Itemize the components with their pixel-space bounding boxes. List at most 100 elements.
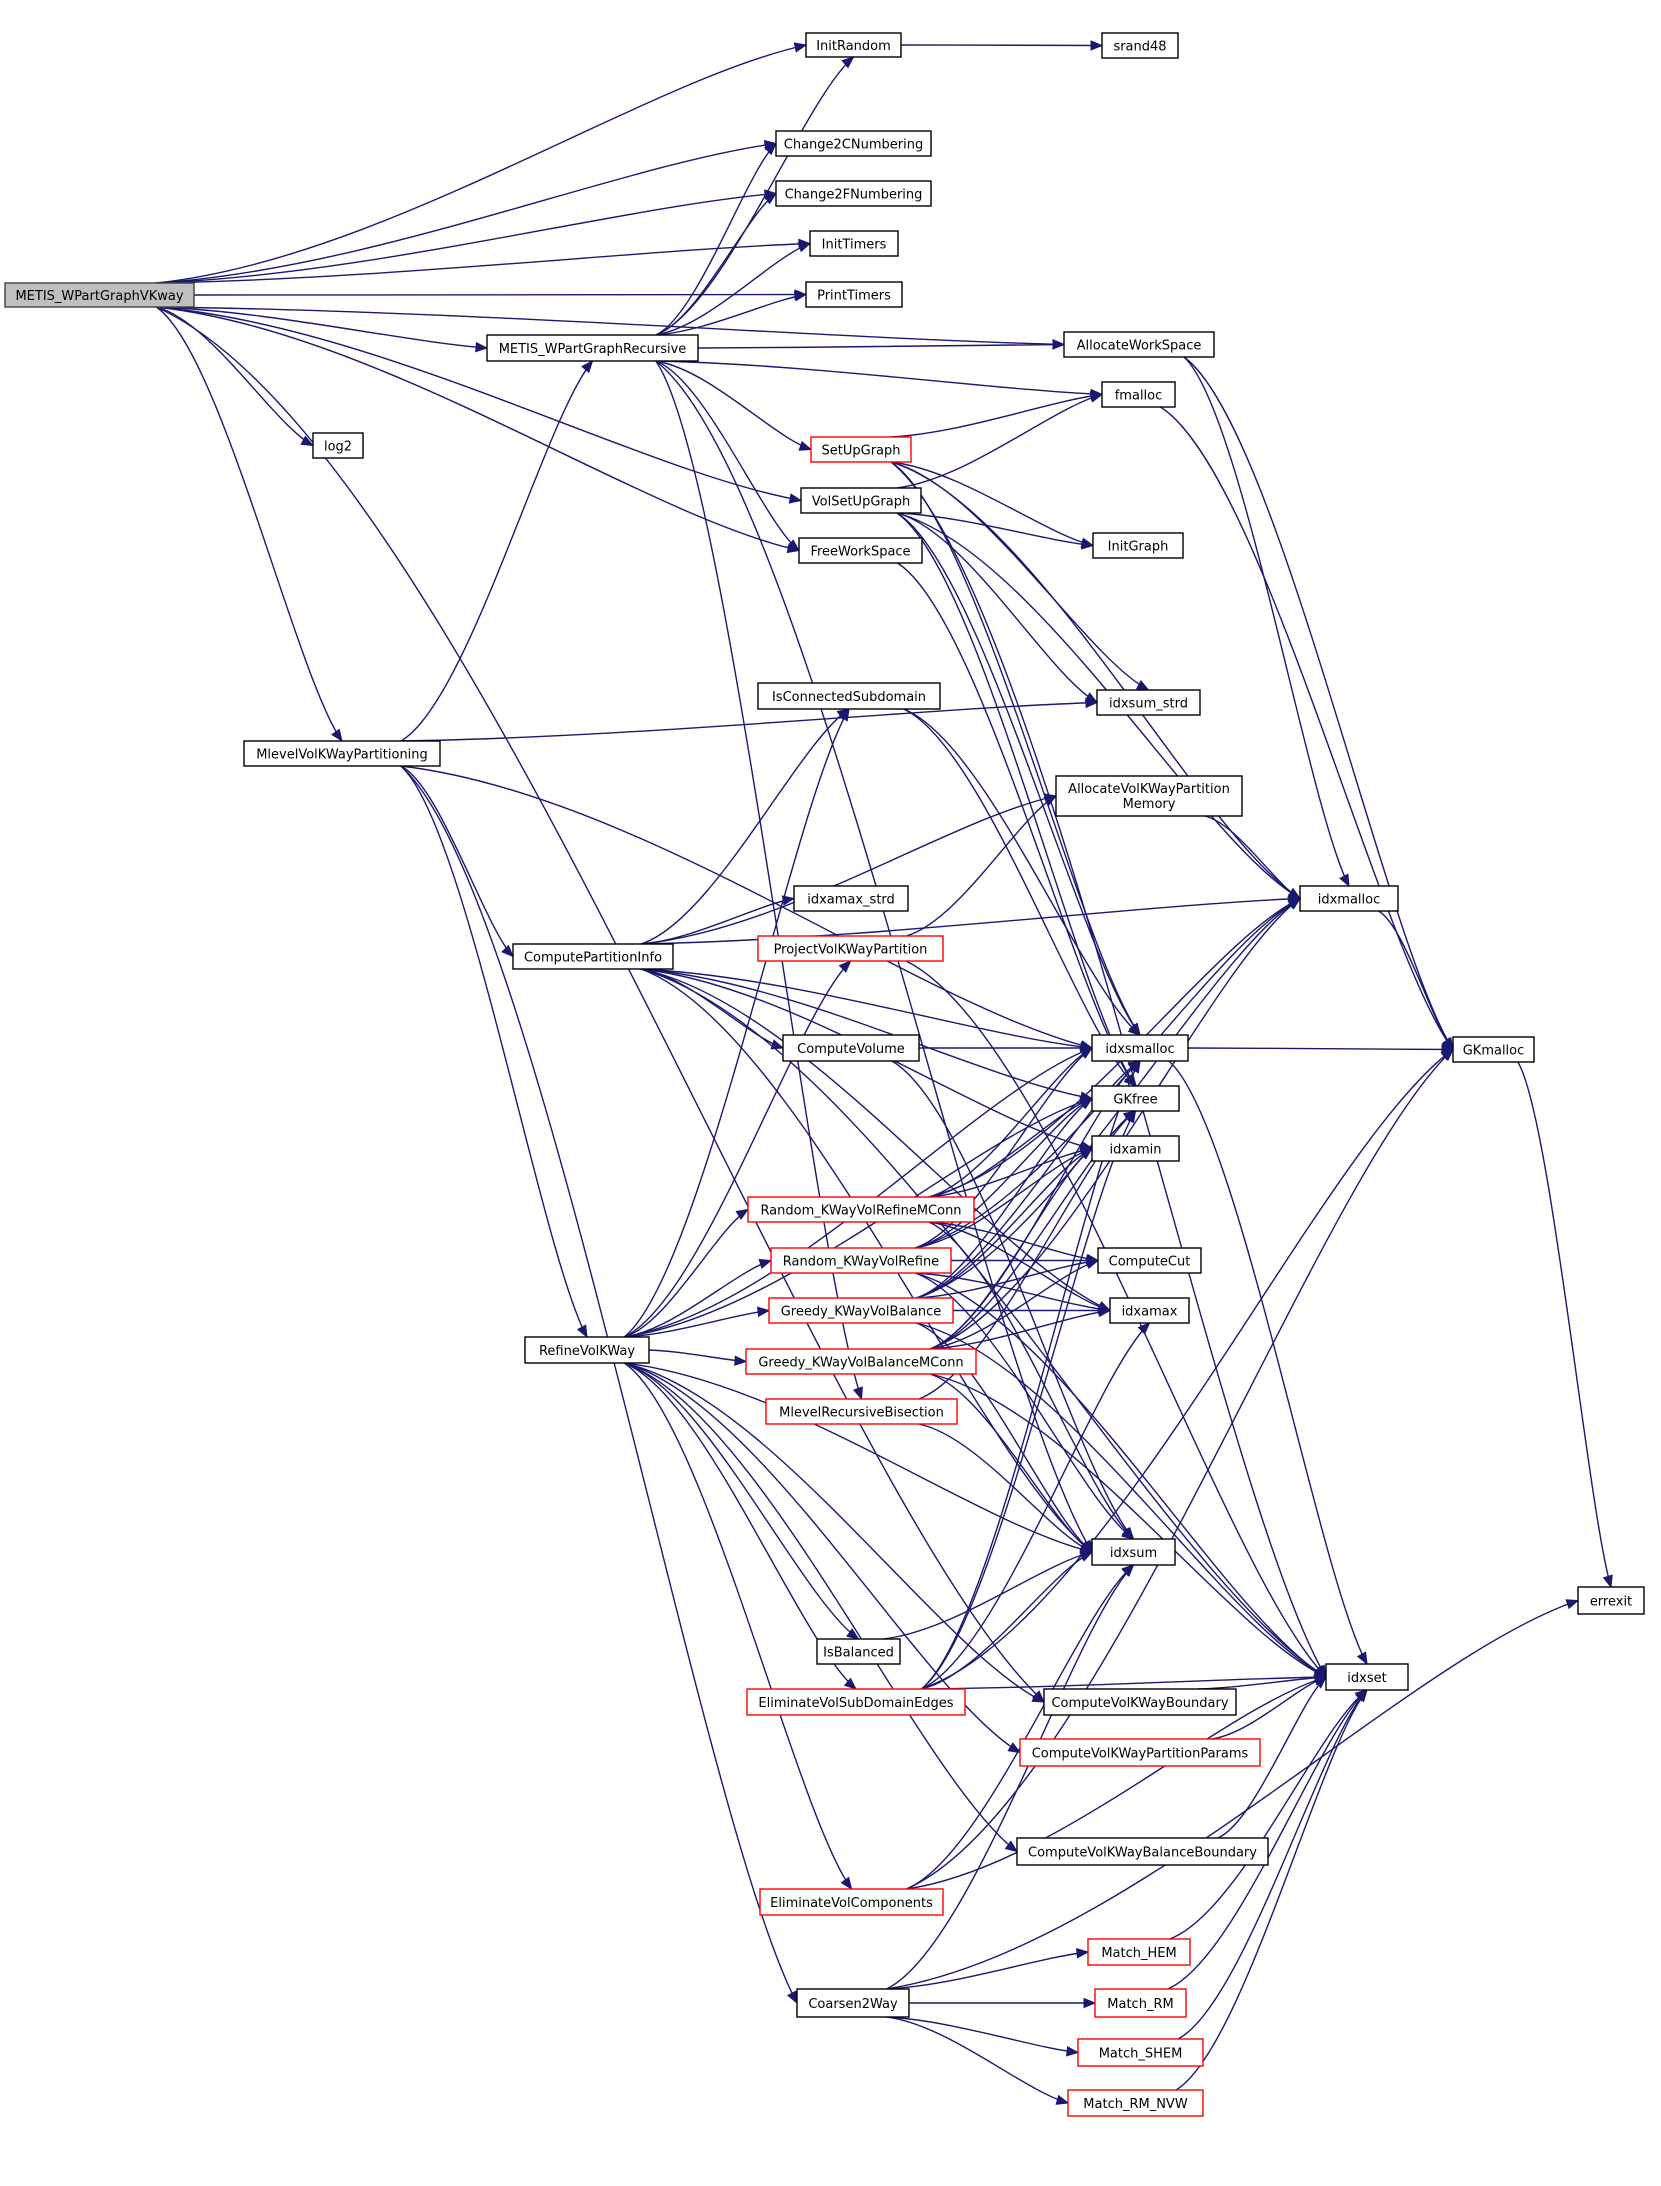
node-box — [775, 180, 932, 207]
node-idxsum[interactable]: idxsum — [1091, 1538, 1176, 1566]
node-Change2FNumbering[interactable]: Change2FNumbering — [775, 180, 932, 207]
node-ComputeCut[interactable]: ComputeCut — [1097, 1247, 1202, 1274]
node-errexit[interactable]: errexit — [1577, 1586, 1645, 1615]
node-METIS_WPartGraphRecursive[interactable]: METIS_WPartGraphRecursive — [486, 334, 699, 362]
edge-SetUpGraph-to-idxsmalloc — [890, 461, 1141, 1036]
node-Greedy_KWayVolBalanceMConn[interactable]: Greedy_KWayVolBalanceMConn — [745, 1348, 977, 1375]
edge-RefineVolKWay-to-Greedy_KWayVolBalanceMConn — [648, 1349, 747, 1363]
node-box — [1091, 1135, 1180, 1162]
node-ComputeVolKWayPartitionParams[interactable]: ComputeVolKWayPartitionParams — [1019, 1738, 1261, 1767]
node-ProjectVolKWayPartition[interactable]: ProjectVolKWayPartition — [757, 935, 944, 962]
node-ComputeVolKWayBalanceBoundary[interactable]: ComputeVolKWayBalanceBoundary — [1016, 1837, 1269, 1866]
arrowhead-icon — [734, 1355, 748, 1366]
edge-EliminateVolComponents-to-idxset — [906, 1676, 1327, 1890]
node-GKmalloc[interactable]: GKmalloc — [1452, 1036, 1535, 1063]
node-label: ComputePartitionInfo — [524, 951, 662, 966]
node-Random_KWayVolRefineMConn[interactable]: Random_KWayVolRefineMConn — [747, 1196, 975, 1223]
node-box — [810, 436, 912, 463]
node-box — [796, 1988, 910, 2018]
node-InitTimers[interactable]: InitTimers — [809, 230, 899, 257]
node-fmalloc[interactable]: fmalloc — [1101, 381, 1176, 408]
edge-EliminateVolSubDomainEdges-to-idxset — [921, 1676, 1327, 1690]
node-IsBalanced[interactable]: IsBalanced — [816, 1638, 901, 1665]
node-MlevelRecursiveBisection[interactable]: MlevelRecursiveBisection — [765, 1398, 958, 1425]
arrowhead-icon — [581, 359, 594, 374]
node-label: Match_SHEM — [1099, 2047, 1183, 2062]
edges-layer — [155, 40, 1613, 2105]
node-label: Random_KWayVolRefineMConn — [760, 1204, 961, 1219]
edge-SetUpGraph-to-idxmalloc — [890, 461, 1301, 900]
node-label: VolSetUpGraph — [812, 495, 910, 510]
node-ComputePartitionInfo[interactable]: ComputePartitionInfo — [512, 943, 674, 970]
node-VolSetUpGraph[interactable]: VolSetUpGraph — [800, 487, 922, 514]
edge-EliminateVolSubDomainEdges-to-idxamax — [921, 1322, 1150, 1690]
node-root[interactable]: METIS_WPartGraphVKway — [4, 282, 195, 308]
node-idxamax_strd[interactable]: idxamax_strd — [793, 885, 909, 912]
node-AllocateWorkSpace[interactable]: AllocateWorkSpace — [1063, 331, 1215, 358]
node-box — [798, 537, 923, 564]
node-IsConnectedSubdomain[interactable]: IsConnectedSubdomain — [757, 682, 941, 710]
node-box — [1101, 32, 1179, 59]
edge-Random_KWayVolRefine-to-idxsmalloc — [914, 1047, 1093, 1249]
arrowhead-icon — [764, 142, 777, 156]
arrowhead-icon — [797, 242, 812, 253]
node-box — [805, 281, 903, 308]
edge-AllocateWorkSpace-to-GKmalloc — [1183, 356, 1454, 1050]
arrowhead-icon — [846, 1628, 860, 1640]
node-log2[interactable]: log2 — [312, 432, 364, 459]
node-PrintTimers[interactable]: PrintTimers — [805, 281, 903, 308]
node-box — [746, 1688, 966, 1716]
node-label: METIS_WPartGraphVKway — [15, 289, 183, 304]
edge-root-to-MlevelVolKWayPartitioning — [155, 306, 343, 742]
node-ComputeVolKWayBoundary[interactable]: ComputeVolKWayBoundary — [1043, 1688, 1237, 1716]
node-label: ComputeVolKWayBalanceBoundary — [1028, 1846, 1257, 1861]
node-idxamax[interactable]: idxamax — [1109, 1297, 1190, 1324]
node-Match_HEM[interactable]: Match_HEM — [1087, 1938, 1191, 1966]
node-EliminateVolSubDomainEdges[interactable]: EliminateVolSubDomainEdges — [746, 1688, 966, 1716]
node-EliminateVolComponents[interactable]: EliminateVolComponents — [759, 1888, 944, 1916]
edge-MlevelVolKWayPartitioning-to-ComputePartitionInfo — [400, 765, 514, 957]
edge-SetUpGraph-to-idxsum_strd — [890, 461, 1149, 691]
node-srand48[interactable]: srand48 — [1101, 32, 1179, 59]
node-label: idxmalloc — [1318, 893, 1381, 908]
node-idxset[interactable]: idxset — [1325, 1663, 1409, 1691]
node-RefineVolKWay[interactable]: RefineVolKWay — [524, 1336, 650, 1364]
arrowhead-icon — [1065, 2046, 1080, 2057]
edge-VolSetUpGraph-to-idxsum_strd — [896, 512, 1098, 704]
edge-IsConnectedSubdomain-to-idxsmalloc — [903, 708, 1141, 1036]
node-idxmalloc[interactable]: idxmalloc — [1299, 885, 1399, 912]
node-FreeWorkSpace[interactable]: FreeWorkSpace — [798, 537, 923, 564]
node-Match_SHEM[interactable]: Match_SHEM — [1077, 2038, 1204, 2067]
nodes-layer: METIS_WPartGraphVKway InitRandom srand48Ch… — [4, 32, 1645, 2117]
node-box — [4, 282, 195, 308]
node-label: ComputeVolKWayPartitionParams — [1032, 1747, 1249, 1762]
node-Random_KWayVolRefine[interactable]: Random_KWayVolRefine — [770, 1247, 952, 1274]
node-Match_RM_NVW[interactable]: Match_RM_NVW — [1067, 2089, 1204, 2117]
node-InitRandom[interactable]: InitRandom — [805, 32, 902, 58]
node-InitGraph[interactable]: InitGraph — [1092, 532, 1184, 559]
node-idxsmalloc[interactable]: idxsmalloc — [1091, 1034, 1189, 1062]
node-Match_RM[interactable]: Match_RM — [1094, 1988, 1187, 2018]
node-Change2CNumbering[interactable]: Change2CNumbering — [775, 130, 932, 157]
edge-METIS_WPartGraphRecursive-to-MlevelRecursiveBisection — [655, 360, 863, 1400]
node-label: log2 — [324, 440, 352, 455]
node-Greedy_KWayVolBalance[interactable]: Greedy_KWayVolBalance — [768, 1297, 954, 1324]
arrowhead-icon — [763, 192, 778, 205]
node-box — [1067, 2089, 1204, 2117]
arrowhead-icon — [793, 291, 808, 302]
edge-GKmalloc-to-errexit — [1517, 1061, 1612, 1588]
edge-Random_KWayVolRefineMConn-to-GKfree — [928, 1097, 1093, 1198]
node-SetUpGraph[interactable]: SetUpGraph — [810, 436, 912, 463]
node-box — [768, 1297, 954, 1324]
arrowhead-icon — [1081, 539, 1095, 550]
arrowhead-icon — [1079, 1551, 1094, 1562]
node-idxsum_strd[interactable]: idxsum_strd — [1096, 689, 1201, 716]
node-MlevelVolKWayPartitioning[interactable]: MlevelVolKWayPartitioning — [243, 740, 441, 767]
node-box — [816, 1638, 901, 1665]
node-idxamin[interactable]: idxamin — [1091, 1135, 1180, 1162]
arrowhead-icon — [1075, 1948, 1090, 1959]
node-GKfree[interactable]: GKfree — [1091, 1085, 1180, 1112]
node-ComputeVolume[interactable]: ComputeVolume — [782, 1034, 920, 1062]
node-Coarsen2Way[interactable]: Coarsen2Way — [796, 1988, 910, 2018]
